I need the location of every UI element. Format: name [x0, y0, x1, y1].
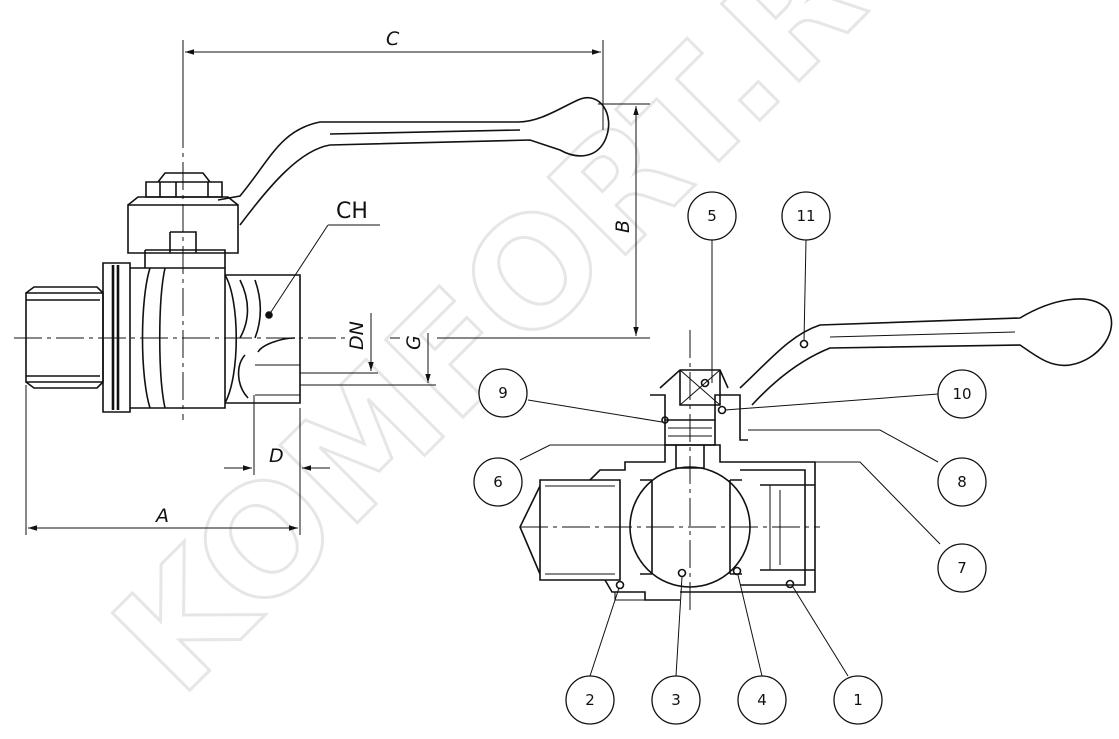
- callout-5: 5: [687, 191, 737, 241]
- dim-label-dn: DN: [346, 321, 368, 350]
- watermark: KOMFORT.RU: [82, 0, 982, 725]
- callouts: 5 11 9 10 6 8 7 2: [473, 191, 987, 725]
- callout-11-label: 11: [796, 207, 815, 225]
- dim-label-ch: CH: [336, 199, 368, 224]
- dim-label-g: G: [403, 335, 425, 350]
- dim-label-a: A: [154, 505, 169, 527]
- callout-11: 11: [781, 191, 831, 241]
- dim-label-c: C: [386, 28, 400, 50]
- callout-1-label: 1: [853, 691, 863, 709]
- callout-6: 6: [473, 457, 523, 507]
- callout-4: 4: [737, 675, 787, 725]
- callout-10: 10: [937, 369, 987, 419]
- callout-1: 1: [833, 675, 883, 725]
- callout-7: 7: [937, 543, 987, 593]
- callout-8-label: 8: [957, 473, 967, 491]
- callout-5-label: 5: [707, 207, 717, 225]
- callout-10-label: 10: [952, 385, 971, 403]
- callout-4-label: 4: [757, 691, 767, 709]
- side-elevation-view: [14, 97, 610, 420]
- callout-6-label: 6: [493, 473, 503, 491]
- cross-section-view: [519, 298, 1113, 610]
- dim-label-b: B: [612, 220, 634, 233]
- callout-3: 3: [651, 675, 701, 725]
- callout-2: 2: [565, 675, 615, 725]
- dimension-labels: C B DN G D A CH: [154, 28, 634, 527]
- callout-3-label: 3: [671, 691, 681, 709]
- callout-9: 9: [478, 368, 528, 418]
- callout-leaders: [519, 239, 941, 677]
- dim-label-d: D: [269, 445, 284, 467]
- left-dimension-lines: [25, 40, 650, 535]
- callout-9-label: 9: [498, 384, 508, 402]
- callout-7-label: 7: [957, 559, 967, 577]
- callout-8: 8: [937, 457, 987, 507]
- callout-2-label: 2: [585, 691, 595, 709]
